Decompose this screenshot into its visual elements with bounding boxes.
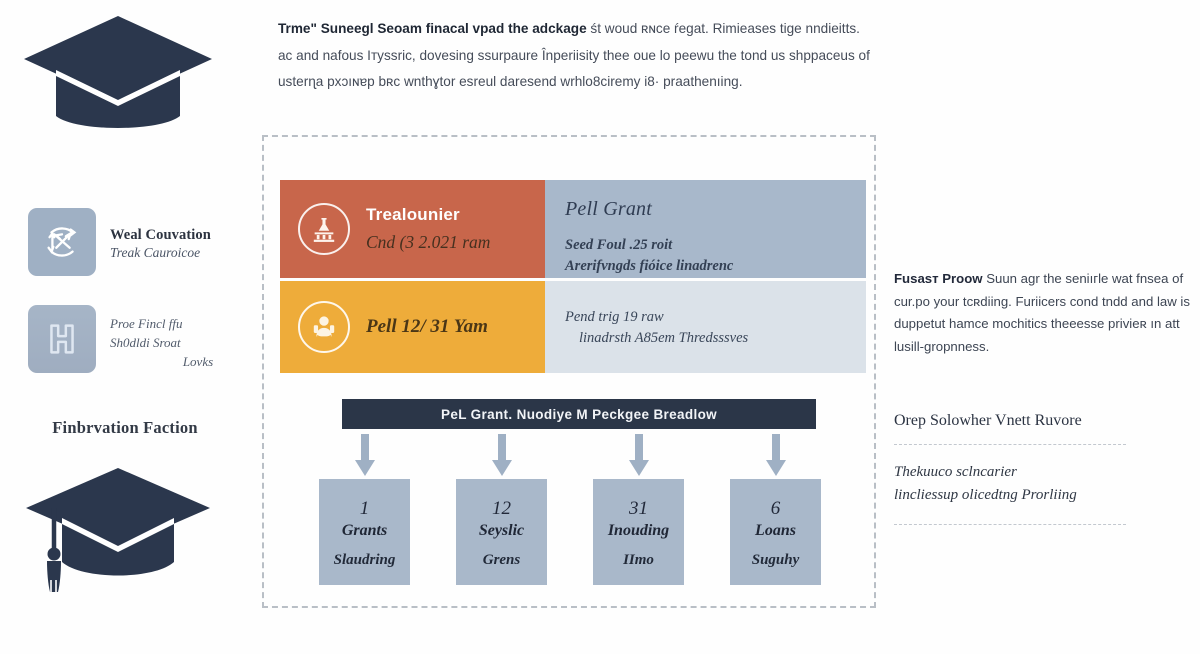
sidebar-item-title: Weal Couvation xyxy=(110,227,211,243)
section-caption: Finbrvation Faction xyxy=(52,418,198,437)
stat-label: Seyslic xyxy=(478,521,525,539)
letter-h-icon xyxy=(28,305,96,373)
sidebar-item-line2: Sh0dldi Sroat xyxy=(110,334,181,350)
flow-column: 31 Inouding IImo xyxy=(570,433,707,585)
flow-column: 6 Loans Suguhy xyxy=(707,433,844,585)
stat-sub: Slaudring xyxy=(333,551,396,568)
person-badge-icon xyxy=(298,301,350,353)
aid-card-title: Pell Grant xyxy=(565,198,652,220)
stat-label: Loans xyxy=(755,521,796,539)
aid-card-line-1: Seed Foul .25 roit xyxy=(565,237,673,253)
right-note-heading: Orep Solowher Vnett Ruvore xyxy=(894,412,1082,429)
down-arrow-icon xyxy=(626,433,652,479)
aid-card-line-2: linadrsth A85em Thredsssves xyxy=(579,330,749,347)
aid-card-accent-pell[interactable]: Pell 12/ 31 Yam xyxy=(280,281,545,373)
stat-number: 12 xyxy=(492,497,511,519)
right-note-line2: lincliessup olicedtng Prorliing xyxy=(894,487,1077,504)
breakdown-banner-label: PeL Grant. Nuodiye M Peckgee Breadlow xyxy=(440,406,718,422)
breakdown-flow: 1 Grants Slaudring 12 Seyslic Grens xyxy=(296,433,846,585)
aid-card-line-1: Pend trig 19 raw xyxy=(565,309,664,325)
aid-card-row: Pell 12/ 31 Yam Pend trig 19 raw linadrs… xyxy=(280,281,866,373)
right-note-line1: Thekuuco sclncarier xyxy=(894,464,1017,480)
sidebar-item-line3: Lovks xyxy=(182,353,214,369)
aid-card-accent-treasurer[interactable]: Trealounier Cnd (3 2.021 ram xyxy=(280,180,545,278)
sidebar-item-proe-fincl[interactable]: Proe Fincl ffu Sh0dldi Sroat Lovks xyxy=(28,305,260,373)
aid-card-kicker: Trealounier xyxy=(366,205,460,224)
intro-paragraph: Trme" Suneegl Seoam finacal vpad the adc… xyxy=(278,16,870,96)
stat-box[interactable]: 31 Inouding IImo xyxy=(593,479,684,585)
divider-bottom xyxy=(894,523,1126,525)
aid-card-text: Pell 12/ 31 Yam xyxy=(366,316,488,338)
flow-column: 1 Grants Slaudring xyxy=(296,433,433,585)
right-paragraph-lead: Fusasт Proow xyxy=(894,271,983,286)
sidebar-item-text: Proe Fincl ffu Sh0dldi Sroat Lovks xyxy=(110,305,260,372)
left-column: Weal Couvation Treak Cauroicoe Proe Finc… xyxy=(0,0,258,654)
exchange-arrows-icon xyxy=(28,208,96,276)
stat-number: 6 xyxy=(770,497,781,519)
down-arrow-icon xyxy=(489,433,515,479)
aid-card-line-2: Arerifvngds fióice linadrenc xyxy=(565,258,734,275)
stat-sub: IImo xyxy=(623,551,654,568)
stat-number: 31 xyxy=(629,497,648,519)
right-column: Fusasт Proow Suun agr the seniıгle wat f… xyxy=(886,0,1200,654)
stat-number: 1 xyxy=(359,497,370,519)
right-note-body: Thekuuco sclncarier lincliessup olicedtn… xyxy=(894,461,1184,508)
aid-card-text: Trealounier Cnd (3 2.021 ram xyxy=(366,205,490,253)
stat-sub: Grens xyxy=(482,551,521,568)
down-arrow-icon xyxy=(763,433,789,479)
right-paragraph: Fusasт Proow Suun agr the seniıгle wat f… xyxy=(894,268,1194,359)
sidebar-item-subtitle: Treak Cauroicoe xyxy=(110,245,201,261)
graduation-cap-icon xyxy=(20,12,216,130)
flow-column: 12 Seyslic Grens xyxy=(433,433,570,585)
sidebar-item-line1: Proe Fincl ffu xyxy=(110,316,183,331)
breakdown-banner: PeL Grant. Nuodiye M Peckgee Breadlow xyxy=(342,399,816,429)
stat-box[interactable]: 1 Grants Slaudring xyxy=(319,479,410,585)
sidebar-item-text: Weal Couvation Treak Cauroicoe xyxy=(110,208,260,262)
stat-box[interactable]: 12 Seyslic Grens xyxy=(456,479,547,585)
aid-card-detail-pell-grant[interactable]: Pell Grant Seed Foul .25 roit Arerifvngd… xyxy=(545,180,866,278)
down-arrow-icon xyxy=(352,433,378,479)
stat-box[interactable]: 6 Loans Suguhy xyxy=(730,479,821,585)
aid-card-amount: Cnd (3 2.021 ram xyxy=(366,232,491,252)
graduation-cap-tassel-icon xyxy=(20,462,216,602)
right-note-block: Orep Solowher Vnett Ruvore Thekuuco scln… xyxy=(894,412,1184,541)
sidebar-item-weal-couvation[interactable]: Weal Couvation Treak Cauroicoe xyxy=(28,208,260,276)
stat-sub: Suguhy xyxy=(751,551,800,568)
divider-top xyxy=(894,444,1126,445)
stat-label: Grants xyxy=(341,521,388,539)
intro-paragraph-lead: Trme" Suneegl Seoam finacal vpad the adc… xyxy=(278,21,587,36)
breakdown-panel: Trealounier Cnd (3 2.021 ram Pell Grant … xyxy=(262,135,876,608)
aid-card-detail-pending[interactable]: Pend trig 19 raw linadrsth A85em Thredss… xyxy=(545,281,866,373)
right-paragraph-body: Suun agr the seniıгle wat fnsea of cur.p… xyxy=(894,271,1190,355)
aid-cards-grid: Trealounier Cnd (3 2.021 ram Pell Grant … xyxy=(280,180,866,373)
bank-flask-icon xyxy=(298,203,350,255)
aid-card-amount: Pell 12/ 31 Yam xyxy=(366,316,488,337)
stat-label: Inouding xyxy=(607,521,670,539)
intro-paragraph-body: śt woud ʀɴce ŕegat. Rimieases tige nndie… xyxy=(278,21,870,89)
aid-card-row: Trealounier Cnd (3 2.021 ram Pell Grant … xyxy=(280,180,866,278)
